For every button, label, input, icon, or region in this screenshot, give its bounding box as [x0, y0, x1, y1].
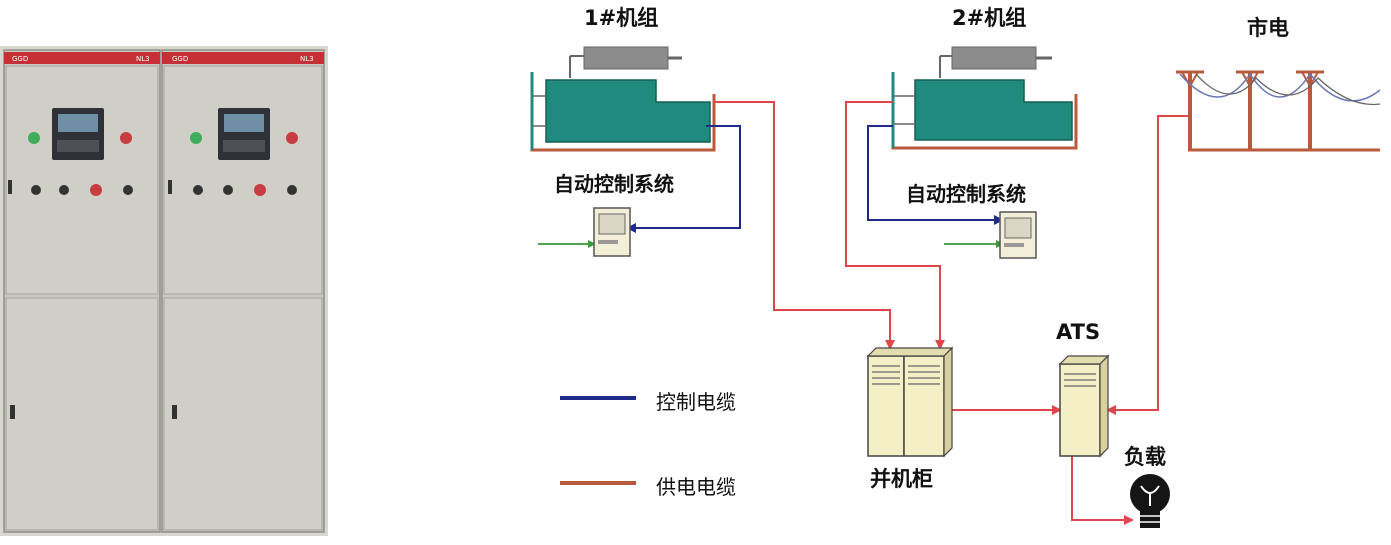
power-wires — [714, 101, 1188, 521]
door-handle-1 — [10, 405, 15, 419]
panel-tag-left-1: GGD — [12, 55, 28, 63]
engine-1 — [583, 46, 669, 70]
indicator-lamp-green — [28, 132, 40, 144]
label-parallel-cabinet: 并机柜 — [870, 467, 933, 491]
label-unit-1: 1#机组 — [584, 6, 659, 30]
control-computer-2 — [999, 211, 1037, 259]
door-handle-2 — [172, 405, 177, 419]
legend-label-control: 控制电缆 — [656, 390, 736, 414]
cabinet-panel-right: GGD NL3 — [161, 49, 325, 533]
generator-body-2 — [914, 79, 1073, 141]
generator-set-2 — [891, 46, 1078, 150]
label-auto-control-1: 自动控制系统 — [554, 172, 674, 196]
legend-label-power: 供电电缆 — [656, 475, 736, 499]
panel-tag-right-1: NL3 — [136, 55, 150, 63]
label-unit-2: 2#机组 — [952, 6, 1027, 30]
control-cabinet-photo: GGD NL3 GGD NL3 — [0, 46, 328, 536]
parallel-cabinet — [866, 346, 954, 458]
control-wires — [630, 125, 1000, 229]
light-bulb-icon — [1130, 474, 1170, 528]
engine-2 — [951, 46, 1037, 70]
label-grid: 市电 — [1247, 16, 1289, 40]
utility-grid-towers — [1176, 70, 1381, 152]
panel-tag-right-2: NL3 — [300, 55, 314, 63]
label-auto-control-2: 自动控制系统 — [906, 182, 1026, 206]
cabinet-panel-left: GGD NL3 — [3, 49, 161, 533]
control-computer-1 — [593, 207, 631, 257]
label-load: 负载 — [1124, 445, 1166, 469]
generator-set-1 — [530, 46, 716, 152]
control-arrows — [626, 215, 1004, 233]
indicator-lamp-red — [120, 132, 132, 144]
panel-tag-left-2: GGD — [172, 55, 188, 63]
label-ats: ATS — [1056, 320, 1101, 344]
generator-body-1 — [545, 79, 711, 143]
ats-cabinet — [1058, 354, 1110, 458]
power-arrows — [885, 340, 1134, 525]
